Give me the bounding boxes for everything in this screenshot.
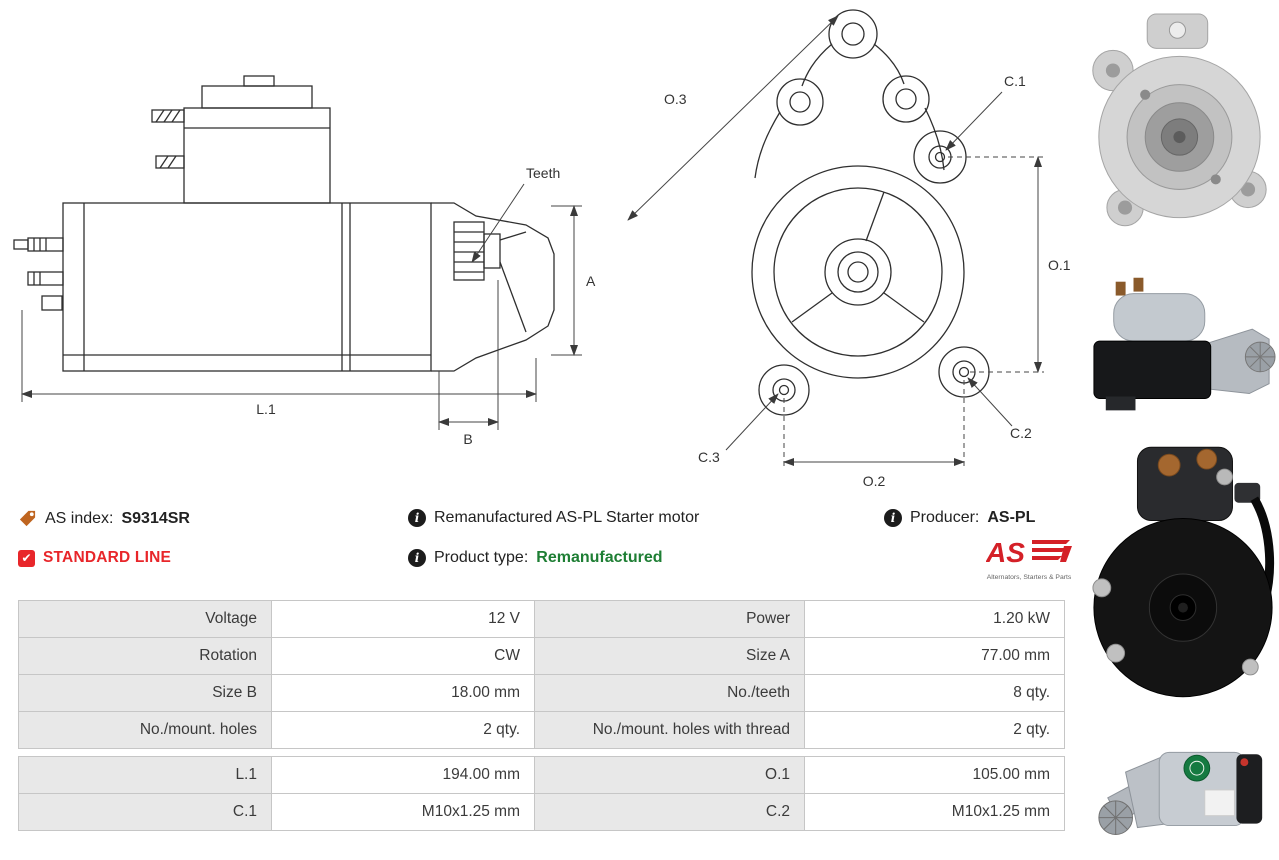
as-index-row: AS index: S9314SR <box>18 509 190 528</box>
spec-value: M10x1.25 mm <box>271 793 535 831</box>
spec-value: CW <box>271 637 535 675</box>
product-photo-angled-view <box>1098 751 1263 835</box>
as-index-label: AS index: <box>45 509 114 527</box>
producer-row: i Producer: AS-PL <box>884 509 1035 527</box>
product-description: Remanufactured AS-PL Starter motor <box>434 509 700 526</box>
dim-label-a: A <box>586 273 596 289</box>
spec-label: Size B <box>18 674 272 712</box>
dim-label-o1: O.1 <box>1048 257 1071 273</box>
product-type-value: Remanufactured <box>536 549 663 566</box>
product-photo-rear-view <box>1092 446 1275 698</box>
standard-line-label: STANDARD LINE <box>43 549 172 566</box>
spec-value: 194.00 mm <box>271 756 535 794</box>
spec-row: L.1 194.00 mm O.1 105.00 mm <box>18 756 1065 794</box>
info-icon: i <box>884 509 902 527</box>
product-type-label: Product type: <box>434 549 529 566</box>
spec-row: Rotation CW Size A 77.00 mm <box>18 637 1065 675</box>
spec-label: No./teeth <box>534 674 805 712</box>
spec-value: 8 qty. <box>804 674 1065 712</box>
spec-label: No./mount. holes with thread <box>534 711 805 749</box>
spec-label: Size A <box>534 637 805 675</box>
dim-label-l1: L.1 <box>256 401 276 417</box>
as-pl-logo: AS Alternators, Starters & Parts <box>985 536 1072 581</box>
spec-row: C.1 M10x1.25 mm C.2 M10x1.25 mm <box>18 793 1065 831</box>
product-photo-side-view <box>1093 277 1276 411</box>
spec-value: 2 qty. <box>804 711 1065 749</box>
producer-label: Producer: <box>910 509 980 526</box>
spec-label: L.1 <box>18 756 272 794</box>
spec-row: Voltage 12 V Power 1.20 kW <box>18 600 1065 638</box>
producer-value: AS-PL <box>987 509 1036 526</box>
spec-label: Voltage <box>18 600 272 638</box>
side-view-technical-drawing: Teeth A L.1 B <box>13 75 596 447</box>
standard-line-row: ✔ STANDARD LINE <box>18 549 171 567</box>
dim-label-teeth: Teeth <box>526 165 560 181</box>
logo-tagline: Alternators, Starters & Parts <box>986 574 1072 581</box>
dim-label-c1: C.1 <box>1004 73 1026 89</box>
dim-label-o2: O.2 <box>863 473 886 489</box>
front-view-technical-drawing: O.3 C.1 O.1 C.2 C.3 O.2 <box>627 9 1071 489</box>
spec-row: Size B 18.00 mm No./teeth 8 qty. <box>18 674 1065 712</box>
spec-label: No./mount. holes <box>18 711 272 749</box>
spec-value: M10x1.25 mm <box>804 793 1065 831</box>
description-row: i Remanufactured AS-PL Starter motor <box>408 509 699 527</box>
spec-label: C.2 <box>534 793 805 831</box>
spec-row: No./mount. holes 2 qty. No./mount. holes… <box>18 711 1065 749</box>
info-icon: i <box>408 509 426 527</box>
as-pl-logo-mark: AS <box>985 537 1072 568</box>
spec-value: 18.00 mm <box>271 674 535 712</box>
spec-value: 12 V <box>271 600 535 638</box>
logo-as-text: AS <box>986 537 1025 568</box>
product-photo-front-view <box>1092 13 1267 227</box>
dim-label-o3: O.3 <box>664 91 687 107</box>
spec-value: 105.00 mm <box>804 756 1065 794</box>
dim-label-b: B <box>463 431 472 447</box>
spec-value: 77.00 mm <box>804 637 1065 675</box>
spec-table-lower: L.1 194.00 mm O.1 105.00 mm C.1 M10x1.25… <box>18 756 1065 831</box>
checkbox-checked-icon: ✔ <box>18 549 35 567</box>
info-icon: i <box>408 549 426 567</box>
tag-icon <box>19 510 36 527</box>
dim-label-c2: C.2 <box>1010 425 1032 441</box>
dim-label-c3: C.3 <box>698 449 720 465</box>
spec-table-upper: Voltage 12 V Power 1.20 kW Rotation CW S… <box>18 600 1065 749</box>
specification-table: Voltage 12 V Power 1.20 kW Rotation CW S… <box>18 600 1065 831</box>
spec-label: O.1 <box>534 756 805 794</box>
spec-label: Power <box>534 600 805 638</box>
spec-value: 1.20 kW <box>804 600 1065 638</box>
spec-label: Rotation <box>18 637 272 675</box>
spec-label: C.1 <box>18 793 272 831</box>
as-index-value: S9314SR <box>121 509 190 527</box>
product-type-row: i Product type: Remanufactured <box>408 549 663 567</box>
spec-value: 2 qty. <box>271 711 535 749</box>
